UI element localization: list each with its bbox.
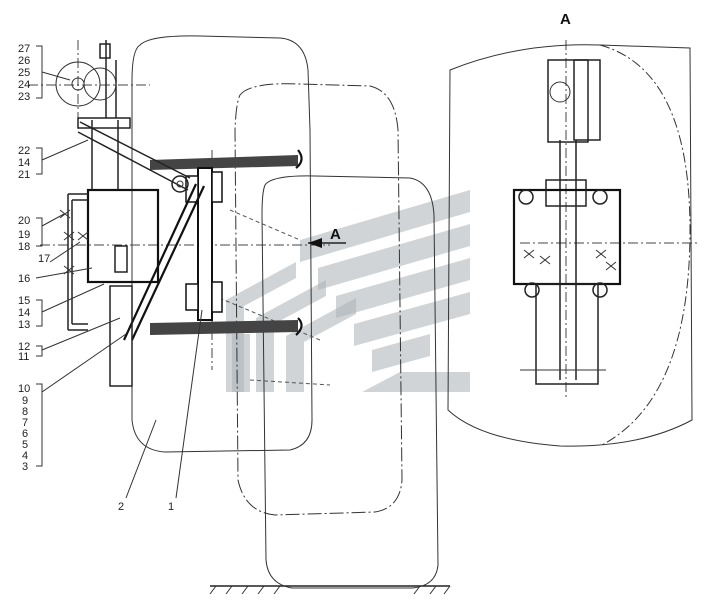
callout-14-lower: 14 xyxy=(18,307,30,319)
holder-bracket xyxy=(55,40,205,387)
callout-7: 7 xyxy=(22,417,28,429)
callout-2: 2 xyxy=(118,501,124,513)
wheel-rim-section xyxy=(150,149,303,336)
callout-6: 6 xyxy=(22,428,28,440)
callout-15: 15 xyxy=(18,295,30,307)
centre-lines xyxy=(28,40,700,400)
callout-18: 18 xyxy=(18,241,30,253)
callout-19: 19 xyxy=(18,229,30,241)
callouts: 27 26 25 24 23 22 14 21 20 19 18 17 16 1… xyxy=(18,43,174,513)
callout-13: 13 xyxy=(18,319,30,331)
view-label: A xyxy=(560,11,571,28)
callout-9: 9 xyxy=(22,395,28,407)
callout-24: 24 xyxy=(18,79,30,91)
view-arrow xyxy=(308,238,346,248)
callout-21: 21 xyxy=(18,169,30,181)
callout-11: 11 xyxy=(18,351,29,363)
callout-17: 17 xyxy=(38,253,50,265)
callout-23: 23 xyxy=(18,91,30,103)
view-a xyxy=(447,44,693,447)
callout-25: 25 xyxy=(18,67,30,79)
callout-4: 4 xyxy=(22,450,28,462)
callout-12: 12 xyxy=(18,341,30,353)
callout-14-upper: 14 xyxy=(18,157,30,169)
callout-1: 1 xyxy=(168,501,174,513)
tire-outlines xyxy=(131,35,439,589)
callout-10: 10 xyxy=(18,383,30,395)
callout-16: 16 xyxy=(18,273,30,285)
ground-line xyxy=(209,585,451,595)
leader-lines xyxy=(35,45,203,499)
callout-8: 8 xyxy=(22,406,28,418)
callout-20: 20 xyxy=(18,215,30,227)
watermark-logo xyxy=(226,190,470,392)
callout-26: 26 xyxy=(18,55,30,67)
callout-5: 5 xyxy=(22,439,28,451)
callout-3: 3 xyxy=(22,461,28,473)
callout-27: 27 xyxy=(18,43,30,55)
arrow-label: A xyxy=(330,226,341,243)
callout-22: 22 xyxy=(18,145,30,157)
